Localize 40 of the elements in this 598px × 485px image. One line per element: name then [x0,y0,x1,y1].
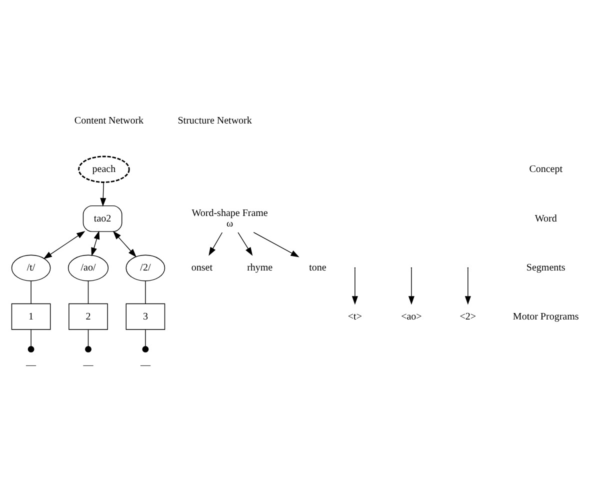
connector [28,328,34,352]
node-ellipse: peach [78,155,130,182]
node-ellipse: /2/ [126,254,166,281]
label: Motor Programs [512,310,579,322]
node-text: — [140,359,150,370]
node-text: <2> [460,310,476,322]
label: Content Network [74,114,144,126]
label: Concept [529,164,563,174]
node-text: <ao> [401,310,422,322]
node-ellipse: /ao/ [68,254,109,281]
connector [145,280,146,304]
arrow [100,182,106,206]
arrow [408,268,414,304]
node-text: Word-shape Frame ω [192,207,268,230]
connector [142,328,149,352]
arrow [238,232,253,256]
arrow [112,230,136,257]
connector [88,280,89,304]
node-text: — [83,359,94,370]
label: Word [534,212,557,224]
connector [85,328,92,352]
node-box: 3 [126,302,166,330]
node-text: onset [191,262,212,274]
node-text: — [26,359,36,370]
arrow [352,268,358,304]
node-text: rhyme [247,262,273,274]
arrow [91,230,100,256]
node-ellipse: /t/ [11,254,51,281]
node-box: tao2 [82,204,122,232]
node-text: tone [309,262,326,274]
arrow [43,230,86,259]
label: Segments [526,262,566,274]
arrow [253,232,300,257]
node-text: <t> [348,310,362,322]
arrow [464,268,471,304]
connector [30,280,32,304]
node-box: 2 [68,302,108,330]
arrow [208,232,223,256]
node-box: 1 [11,302,51,330]
label: Structure Network [178,114,252,126]
